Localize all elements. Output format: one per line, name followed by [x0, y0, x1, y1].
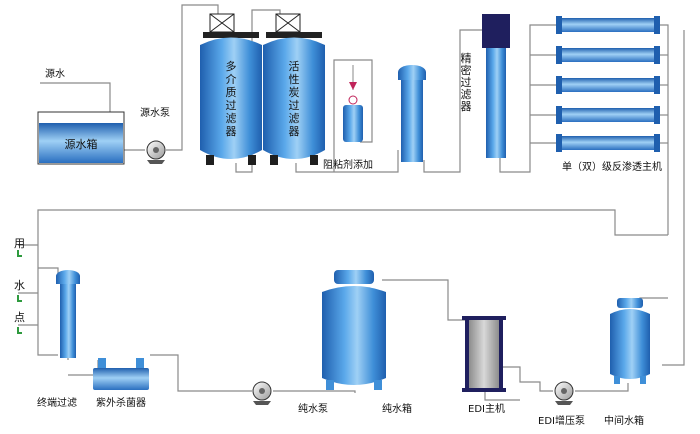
ro-membranes	[556, 16, 660, 152]
antiscalant-label: 阻粘剂添加	[323, 158, 373, 171]
antiscalant-dosing-tank	[343, 65, 363, 142]
raw-water-in-label: 源水	[45, 67, 65, 80]
pump-icon	[554, 381, 574, 405]
svg-text:炭: 炭	[289, 86, 300, 99]
middle-water-tank	[610, 298, 650, 384]
svg-text:多: 多	[226, 59, 237, 73]
ro-membrane	[560, 108, 656, 122]
raw-pump-label: 源水泵	[140, 106, 170, 119]
raw-water-tank: 源水箱	[37, 111, 125, 165]
ro-membrane	[560, 78, 656, 92]
pure-water-tank	[322, 270, 386, 390]
edi-pump-label: EDI增压泵	[538, 414, 585, 427]
ro-membrane	[560, 48, 656, 62]
final-filter	[56, 270, 80, 358]
svg-text:滤: 滤	[226, 112, 237, 125]
svg-text:水: 水	[14, 279, 25, 292]
svg-text:滤: 滤	[461, 88, 472, 101]
tap-icon	[17, 327, 22, 334]
svg-text:器: 器	[226, 125, 237, 138]
svg-text:性: 性	[289, 72, 300, 86]
pump-icon	[146, 140, 166, 164]
carbon-filter	[263, 13, 325, 165]
svg-text:介: 介	[226, 73, 237, 86]
cartridge-prefilter	[398, 65, 426, 162]
use-points: 用 水 点	[14, 237, 25, 334]
svg-text:活: 活	[289, 60, 300, 73]
precision-filter	[482, 14, 510, 158]
svg-text:滤: 滤	[289, 112, 300, 125]
pure-tank-label: 纯水箱	[382, 402, 412, 415]
middle-tank-label: 中间水箱	[604, 414, 644, 427]
final-filter-label: 终端过滤	[37, 396, 77, 409]
tap-icon	[17, 250, 22, 257]
svg-text:过: 过	[226, 99, 237, 112]
svg-text:器: 器	[289, 125, 300, 138]
tap-icon	[17, 295, 22, 302]
ro-membrane	[560, 18, 656, 32]
svg-text:用: 用	[14, 237, 25, 250]
svg-text:过: 过	[461, 76, 472, 89]
edi-unit	[462, 316, 506, 392]
svg-text:过: 过	[289, 99, 300, 112]
svg-text:密: 密	[461, 63, 472, 77]
svg-text:质: 质	[226, 86, 237, 99]
pure-pump-label: 纯水泵	[298, 402, 328, 415]
multi-media-filter	[200, 13, 262, 165]
svg-text:点: 点	[14, 311, 25, 324]
pump-icon	[252, 381, 272, 405]
multi-filter-label: 多 介 质 过 滤 器	[226, 59, 237, 138]
svg-text:精: 精	[461, 52, 472, 65]
svg-text:器: 器	[461, 100, 472, 113]
edi-unit-label: EDI主机	[468, 402, 505, 415]
uv-sterilizer	[93, 358, 149, 390]
carbon-filter-label: 活 性 炭 过 滤 器	[289, 60, 300, 138]
uv-sterilizer-label: 紫外杀菌器	[96, 396, 146, 409]
ro-membrane	[560, 136, 656, 150]
ro-unit-label: 单（双）级反渗透主机	[562, 160, 662, 173]
raw-tank-label: 源水箱	[65, 137, 98, 151]
precision-filter-label: 精 密 过 滤 器	[461, 52, 472, 113]
